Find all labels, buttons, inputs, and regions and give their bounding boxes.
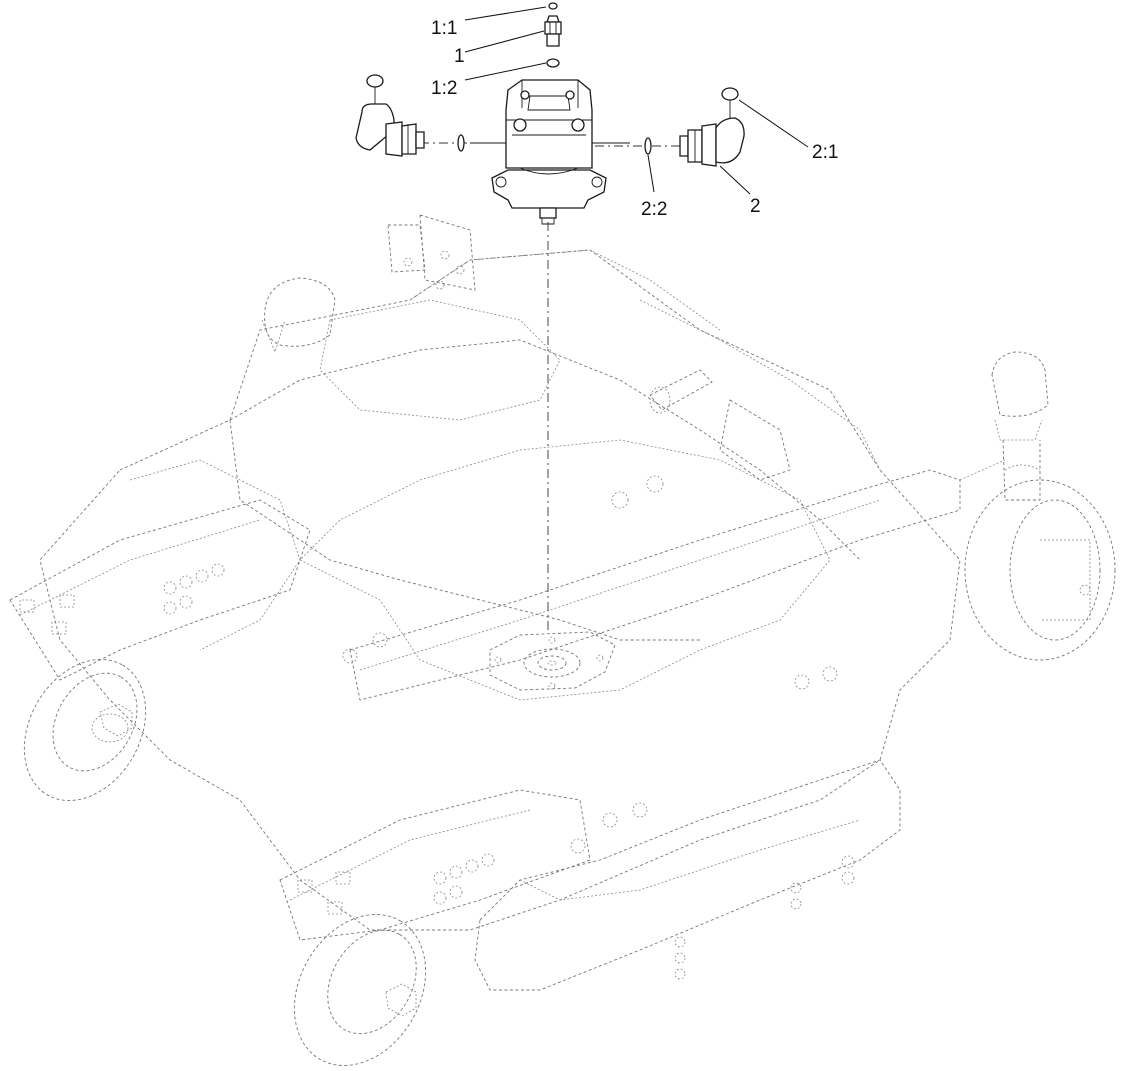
elbow-fitting-left <box>355 74 465 157</box>
callout-2-1: 2:1 <box>812 142 838 163</box>
callout-1-1: 1:1 <box>431 18 457 39</box>
straight-fitting-1 <box>544 2 562 68</box>
callout-2-2: 2:2 <box>641 199 667 220</box>
mower-deck-phantom <box>9 214 1116 1066</box>
callout-1-2: 1:2 <box>431 78 457 99</box>
callout-1: 1 <box>454 46 465 67</box>
elbow-fitting-right <box>644 87 745 167</box>
callout-2: 2 <box>750 196 761 217</box>
hydraulic-motor <box>470 79 630 225</box>
leader-lines <box>464 6 809 195</box>
